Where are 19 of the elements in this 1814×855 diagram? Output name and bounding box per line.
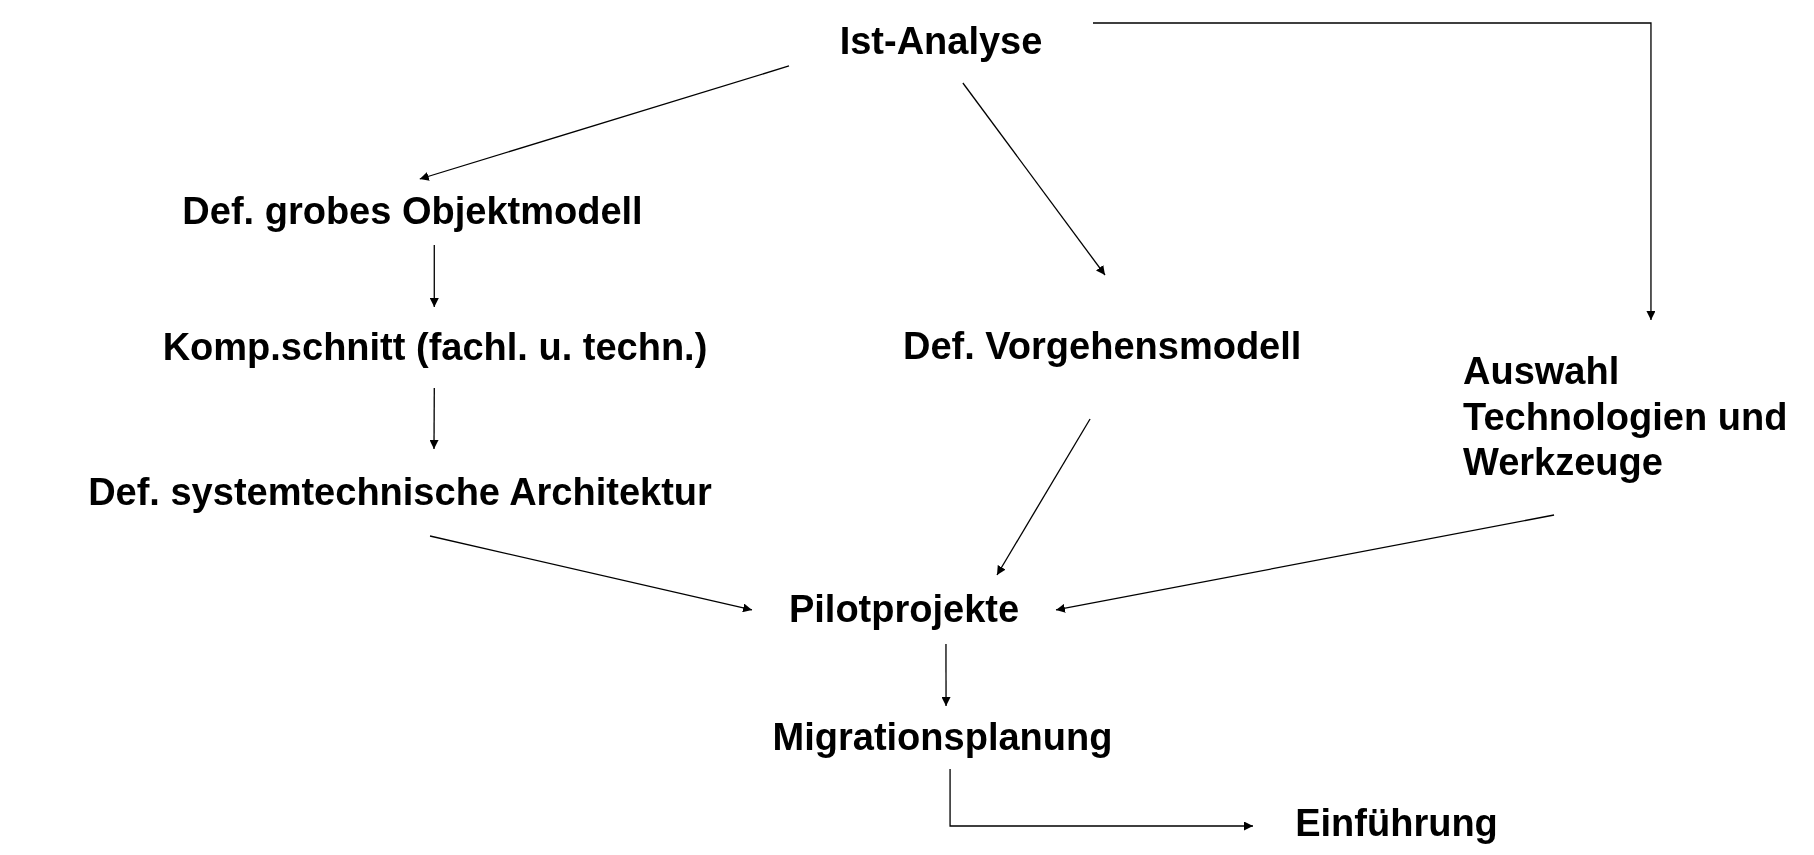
arrow [996,418,1091,576]
step-label: Def. Vorgehensmodell [903,324,1302,370]
step-label: Ist-Analyse [839,18,1043,64]
arrow [949,768,1254,831]
arrow [1055,514,1555,613]
step-label: Auswahl Technologien und Werkzeuge [1463,349,1789,486]
step-label: Def. systemtechnische Architektur [88,469,712,515]
arrow [962,82,1106,276]
step-label: Def. grobes Objektmodell [182,189,643,235]
arrow [429,387,439,450]
arrow [1092,22,1656,321]
arrow [941,643,951,707]
arrow [429,535,753,613]
step-label: Einführung [1295,800,1498,846]
arrow [429,244,439,308]
arrow [419,65,790,181]
step-label: Pilotprojekte [788,586,1020,632]
step-label: Komp.schnitt (fachl. u. techn.) [162,324,708,370]
step-label: Migrationsplanung [772,714,1113,760]
